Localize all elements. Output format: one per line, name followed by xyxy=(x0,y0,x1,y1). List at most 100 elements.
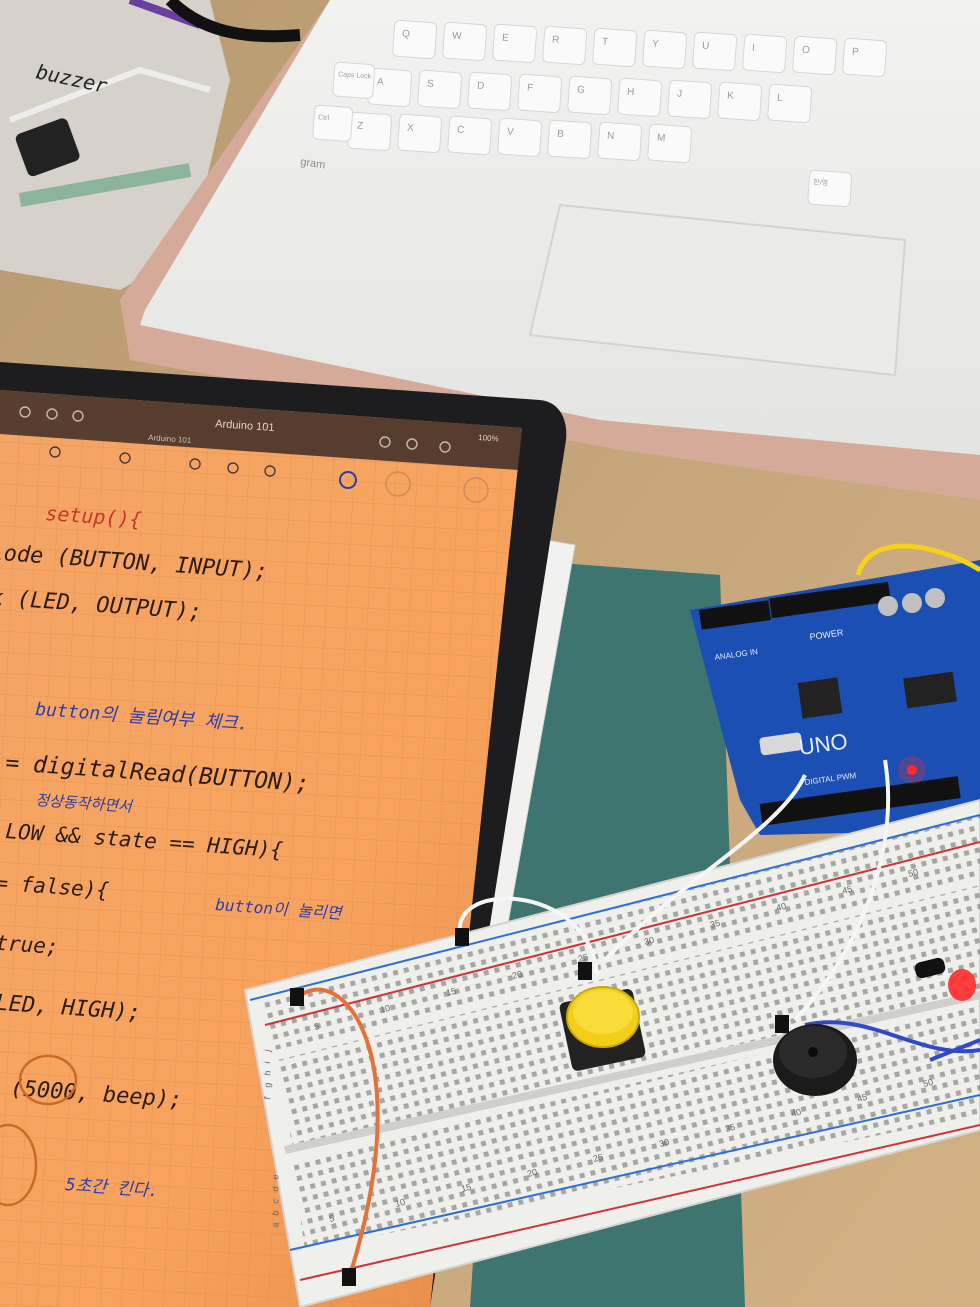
app-title: Arduino 101 xyxy=(215,418,275,434)
add-page-icon[interactable] xyxy=(439,441,451,453)
key-label: E xyxy=(502,33,510,44)
color-swatch-icon[interactable] xyxy=(339,471,357,489)
chip xyxy=(903,671,957,709)
row-letter: g xyxy=(262,1082,273,1089)
key-label: Q xyxy=(402,29,411,41)
text-icon[interactable] xyxy=(264,465,276,477)
keyboard-key[interactable]: Caps Lock xyxy=(332,61,376,99)
grid-icon[interactable] xyxy=(19,406,31,418)
capacitor xyxy=(925,588,945,608)
push-button xyxy=(559,986,646,1071)
toolbar-icons xyxy=(19,406,451,453)
lasso-icon[interactable] xyxy=(119,452,131,464)
white-wire xyxy=(793,759,891,1022)
key-label: W xyxy=(452,31,463,43)
usb-cable xyxy=(165,0,301,43)
key-label: D xyxy=(477,81,485,92)
power-label: POWER xyxy=(809,627,845,642)
blue-wire xyxy=(804,1020,980,1054)
keyboard-key[interactable]: F xyxy=(517,73,563,114)
keyboard-key[interactable]: W xyxy=(442,21,488,62)
key-label: Caps Lock xyxy=(338,71,372,80)
column-number: 30 xyxy=(643,935,655,947)
red-led xyxy=(914,957,976,1001)
keyboard-key[interactable]: Ctrl xyxy=(312,104,354,142)
undo-icon[interactable] xyxy=(379,436,391,448)
keyboard-key[interactable]: N xyxy=(597,121,643,162)
white-wire xyxy=(603,774,807,962)
column-number: 20 xyxy=(526,1167,538,1179)
key-label: T xyxy=(602,37,609,48)
tab-arduino-101[interactable]: Arduino 101 xyxy=(148,433,192,445)
keyboard-key[interactable]: O xyxy=(792,35,838,76)
color-swatch-icon[interactable] xyxy=(463,477,489,503)
keyboard-key[interactable]: C xyxy=(447,115,493,156)
header-pins xyxy=(698,600,772,630)
key-label: A xyxy=(377,77,385,88)
column-number: 20 xyxy=(511,969,523,981)
keyboard-key[interactable]: P xyxy=(842,37,888,78)
app-toolbar xyxy=(0,390,522,470)
keyboard-key[interactable]: K xyxy=(717,81,763,122)
key-label: Z xyxy=(357,121,364,132)
wire-end xyxy=(290,988,304,1006)
wire-end xyxy=(342,1268,356,1286)
keyboard-key[interactable]: R xyxy=(542,25,588,66)
key-label: H xyxy=(627,87,635,98)
keyboard-key[interactable]: B xyxy=(547,119,593,160)
laptop-brand: gram xyxy=(300,156,326,171)
keyboard-key[interactable]: V xyxy=(497,117,543,158)
yellow-wire xyxy=(855,543,980,576)
keyboard-key[interactable]: Q xyxy=(392,19,438,60)
column-number: 5 xyxy=(313,1021,320,1032)
column-number: 10 xyxy=(379,1003,391,1015)
key-label: G xyxy=(577,85,586,97)
search-icon[interactable] xyxy=(46,408,58,420)
pen-icon[interactable] xyxy=(49,446,61,458)
keyboard-key[interactable]: T xyxy=(592,27,638,68)
column-number: 5 xyxy=(328,1213,335,1224)
row-letter: j xyxy=(262,1049,272,1054)
key-label: U xyxy=(702,41,710,52)
keyboard-key[interactable]: G xyxy=(567,75,613,116)
key-label: N xyxy=(607,131,615,142)
keyboard-key[interactable]: E xyxy=(492,23,538,64)
key-label: L xyxy=(777,93,784,104)
keyboard-key[interactable]: 한/영 xyxy=(807,169,853,208)
key-label: O xyxy=(802,45,811,57)
component-bag: buzzer xyxy=(0,0,230,290)
keyboard-key[interactable]: S xyxy=(417,69,463,110)
row-letter: e xyxy=(270,1174,281,1181)
laptop-touchpad xyxy=(528,203,907,377)
camera-icon[interactable] xyxy=(227,462,239,474)
color-swatch-icon[interactable] xyxy=(385,471,411,497)
keyboard-key[interactable]: D xyxy=(467,71,513,112)
header-pins xyxy=(769,581,891,619)
image-icon[interactable] xyxy=(189,458,201,470)
column-number: 45 xyxy=(856,1092,868,1104)
keyboard-key[interactable]: Z xyxy=(347,111,393,152)
column-number: 45 xyxy=(841,884,853,896)
microcontroller-chip xyxy=(797,677,843,719)
column-number: 30 xyxy=(658,1137,670,1149)
keyboard-key[interactable]: L xyxy=(767,83,813,124)
keyboard-key[interactable]: H xyxy=(617,77,663,118)
redo-icon[interactable] xyxy=(406,438,418,450)
keyboard-key[interactable]: I xyxy=(742,33,788,74)
keyboard-key[interactable]: Y xyxy=(642,29,688,70)
keyboard-key[interactable]: J xyxy=(667,79,713,120)
key-label: R xyxy=(552,35,560,46)
key-label: P xyxy=(852,47,860,58)
keyboard-key[interactable]: M xyxy=(647,123,693,164)
keyboard-key[interactable]: U xyxy=(692,31,738,72)
key-label: I xyxy=(752,43,756,54)
keyboard-key[interactable]: X xyxy=(397,113,443,154)
wire-end xyxy=(578,962,592,980)
key-label: C xyxy=(457,125,465,136)
bookmark-icon[interactable] xyxy=(72,410,84,422)
row-letter: h xyxy=(262,1070,273,1077)
column-number: 25 xyxy=(577,952,589,964)
header-pins xyxy=(759,776,961,826)
